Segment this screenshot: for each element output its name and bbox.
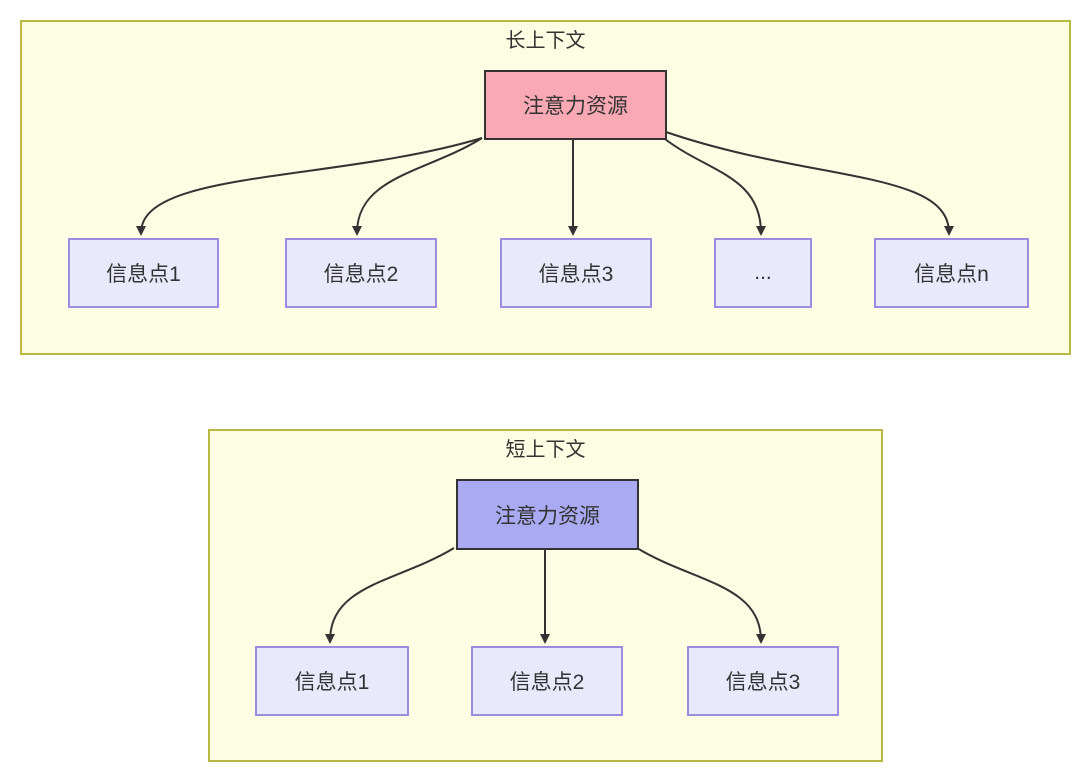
info-node: 信息点n	[874, 238, 1029, 308]
info-node: 信息点1	[68, 238, 219, 308]
info-node: 信息点1	[255, 646, 409, 716]
info-node: 信息点3	[500, 238, 652, 308]
attention-resource-node: 注意力资源	[484, 70, 667, 140]
short-context-panel: 短上下文 注意力资源 信息点1 信息点2 信息点3	[208, 429, 883, 762]
panel-title: 长上下文	[505, 30, 586, 52]
info-node: 信息点2	[285, 238, 437, 308]
info-node: 信息点3	[687, 646, 839, 716]
info-node-ellipsis: ...	[714, 238, 812, 308]
info-node: 信息点2	[471, 646, 623, 716]
long-context-panel: 长上下文 注意力资源 信息点1 信息点2 信息点3 ... 信息点n	[20, 20, 1071, 355]
panel-title: 短上下文	[505, 439, 586, 461]
attention-resource-node: 注意力资源	[456, 479, 639, 550]
